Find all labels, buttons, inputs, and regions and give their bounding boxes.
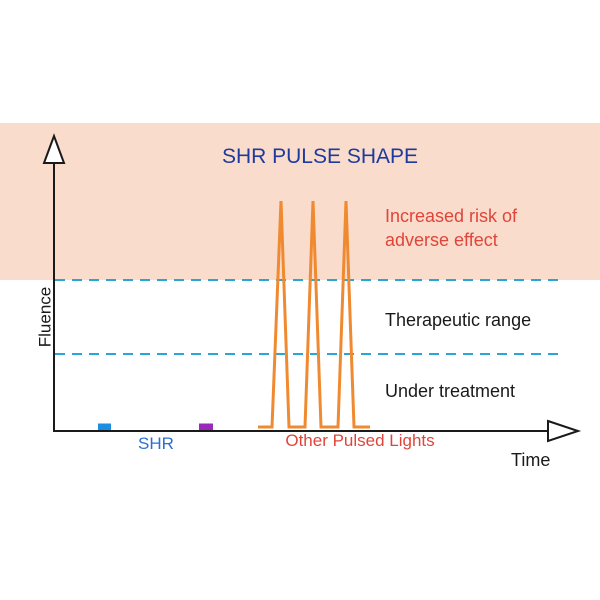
shr-pulse-curve <box>98 284 213 431</box>
shr-label: SHR <box>138 434 174 453</box>
x-axis-arrow <box>547 419 582 443</box>
other-pulsed-lights-label: Other Pulsed Lights <box>285 431 434 450</box>
risk-zone-label: Increased risk of <box>385 206 518 226</box>
therapeutic-zone-label: Therapeutic range <box>385 310 531 330</box>
x-axis-label: Time <box>511 450 550 470</box>
risk-zone-label-line2: adverse effect <box>385 230 498 250</box>
under-treatment-label: Under treatment <box>385 381 515 401</box>
other-pulsed-lights-curve <box>258 200 370 429</box>
risk-band <box>0 123 600 280</box>
y-axis-arrow <box>42 133 66 164</box>
y-axis-label: Fluence <box>35 287 54 347</box>
diagram-title: SHR PULSE SHAPE <box>222 145 418 168</box>
